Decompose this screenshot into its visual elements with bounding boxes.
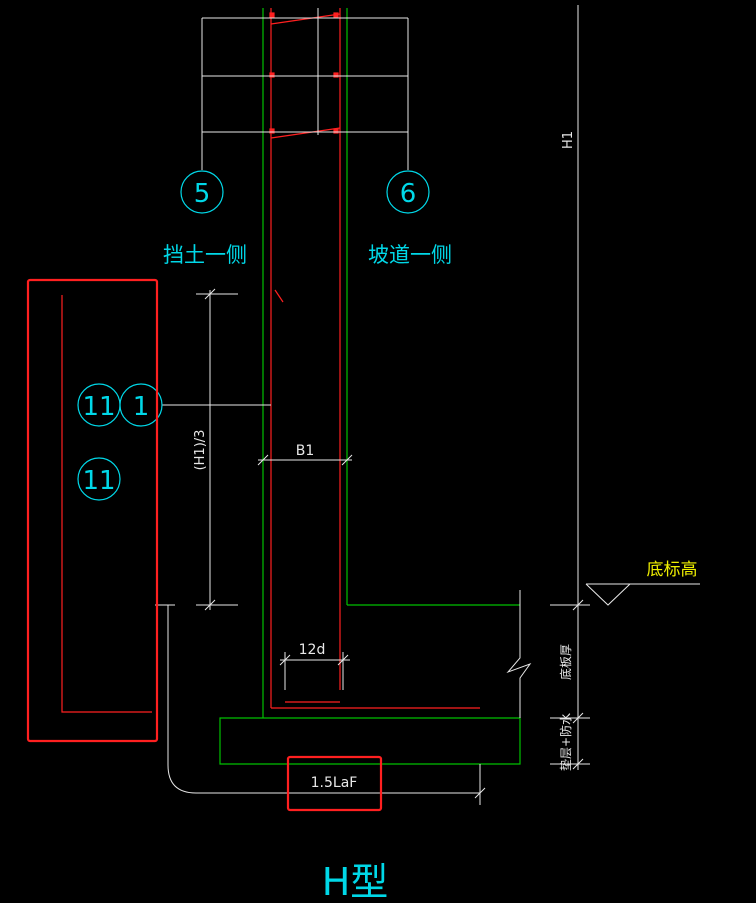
rebar-tie-top <box>270 13 341 25</box>
bar-callouts <box>77 170 430 501</box>
b1-tick-right <box>341 454 353 466</box>
twelve-d-label: 12d <box>299 642 326 658</box>
twelve-d-tick-right <box>337 654 349 666</box>
bar-6-label: 6 <box>400 179 417 209</box>
elevation-triangle <box>585 583 631 606</box>
title-label: H型 <box>322 860 389 903</box>
right-tick-605 <box>572 599 584 611</box>
bar-5-circle <box>180 170 224 214</box>
break-line <box>506 590 532 718</box>
concrete-outline <box>219 8 521 765</box>
h1-third-label: (H1)/3 <box>193 430 208 471</box>
footing-outline <box>219 717 521 765</box>
bottom-elevation-label: 底标高 <box>647 560 698 580</box>
highlight-boxes <box>26 278 383 812</box>
bar-11b-circle <box>77 457 121 501</box>
twelve-d-tick-left <box>279 654 291 666</box>
bar-marker-5 <box>269 128 275 134</box>
right-tick-764 <box>572 758 584 770</box>
slab-thickness-label: 底板厚 <box>558 644 573 680</box>
h1-label: H1 <box>561 131 576 149</box>
soil-side-label: 挡土一侧 <box>163 243 247 267</box>
anchorage-hook <box>167 605 480 794</box>
bar-1-circle <box>119 383 163 427</box>
bar-11b-label: 11 <box>82 466 115 496</box>
bar-1-label: 1 <box>133 392 150 422</box>
bar-marker-3 <box>269 72 275 78</box>
bar-5-label: 5 <box>194 179 211 209</box>
highlight-box-bar-11 <box>26 278 159 743</box>
rebar-11-shape <box>61 295 152 713</box>
h1-third-tick-top <box>204 288 216 300</box>
dimension-lines <box>155 5 700 805</box>
road-side-label: 坡道一侧 <box>368 243 452 267</box>
cushion-label: 垫层+防水 <box>558 713 573 771</box>
rebar-tie-bottom <box>270 127 341 139</box>
h1-third-tick-bottom <box>204 599 216 611</box>
bar-11a-label: 11 <box>82 392 115 422</box>
bar-marker-4 <box>333 72 339 78</box>
highlight-box-anchorage <box>286 755 383 812</box>
bar-marker-1 <box>269 12 275 18</box>
b1-tick-left <box>257 454 269 466</box>
anchorage-label: 1.5LaF <box>311 775 358 791</box>
right-tick-718 <box>572 712 584 724</box>
b1-label: B1 <box>296 443 315 459</box>
rebar-group <box>61 8 480 713</box>
rebar-tick <box>274 289 284 303</box>
bar-6-circle <box>386 170 430 214</box>
bar-marker-6 <box>333 128 339 134</box>
anchorage-tick-right <box>474 787 486 799</box>
bar-marker-2 <box>333 12 339 18</box>
